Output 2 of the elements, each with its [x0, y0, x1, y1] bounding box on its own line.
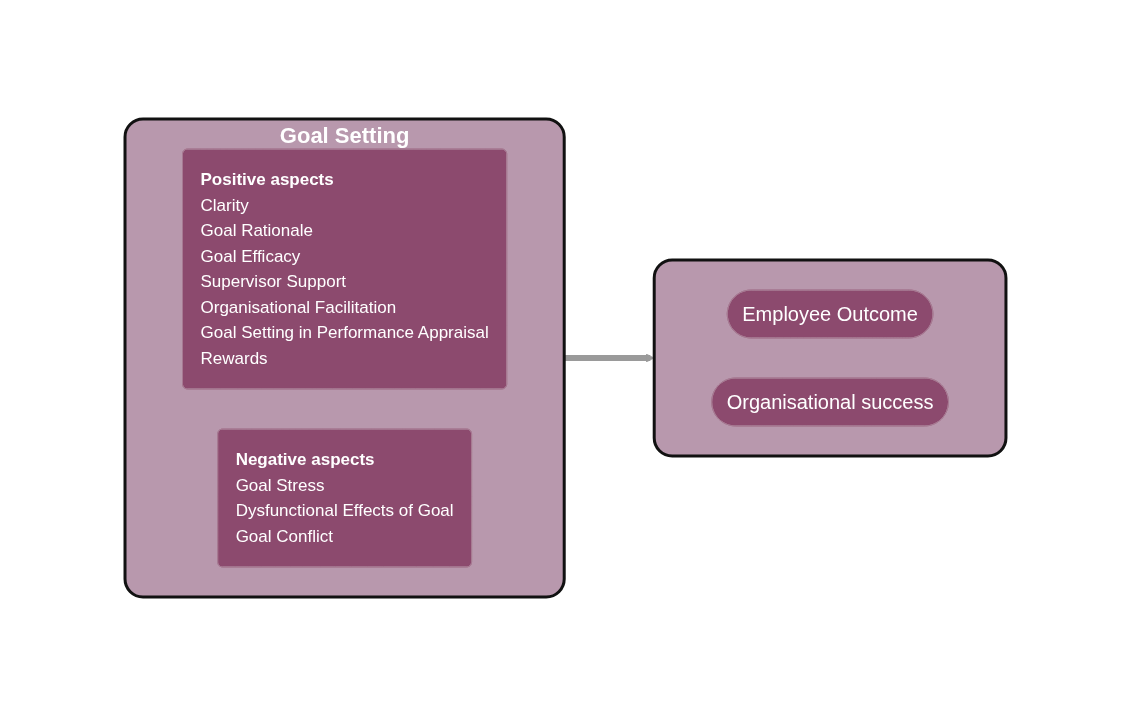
cluster — [652, 258, 1008, 457]
arrow — [564, 353, 655, 362]
